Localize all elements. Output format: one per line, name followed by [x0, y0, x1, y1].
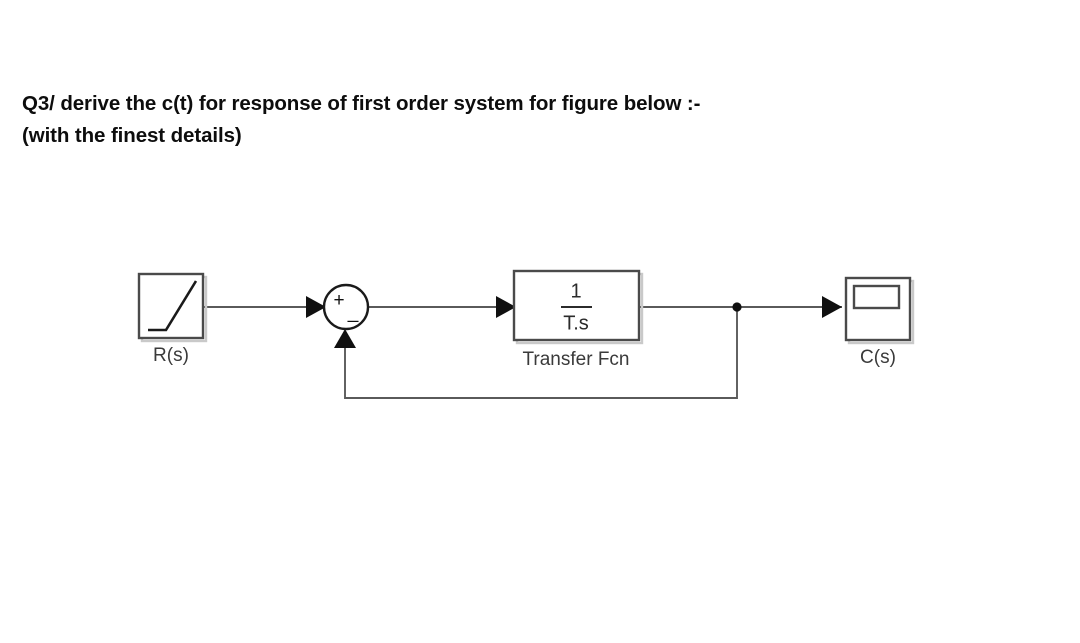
transfer-fcn-denominator: T.s	[563, 312, 589, 334]
signal-arrowheads	[306, 296, 842, 348]
question-line-1: Q3/ derive the c(t) for response of firs…	[22, 92, 701, 115]
ramp-block-label: R(s)	[153, 345, 189, 366]
transfer-fcn-block-label: Transfer Fcn	[523, 349, 630, 370]
summing-junction-minus-sign: _	[347, 302, 359, 323]
branch-node-dot-icon	[732, 302, 742, 312]
ramp-block-border	[137, 272, 205, 340]
arrow-into-transfer-fcn-icon	[496, 296, 516, 318]
ramp-source-block[interactable]: R(s)	[137, 272, 208, 366]
scope-block-border	[844, 276, 912, 342]
scope-block-label: C(s)	[860, 347, 896, 368]
transfer-fcn-block-border	[512, 269, 641, 342]
transfer-fcn-numerator: 1	[570, 280, 581, 302]
page-title: Q3/ derive the c(t) for response of firs…	[22, 88, 982, 152]
summing-junction-icon	[322, 283, 370, 331]
arrow-into-scope-icon	[822, 296, 842, 318]
scope-icon	[852, 284, 901, 310]
arrow-feedback-into-sum-icon	[334, 329, 356, 348]
ramp-icon	[148, 280, 198, 332]
transfer-fcn-block-face	[514, 271, 639, 340]
scope-screen-face	[854, 286, 899, 308]
wire-feedback	[344, 307, 738, 399]
transfer-function-block[interactable]: 1 T.s Transfer Fcn	[512, 269, 644, 370]
question-line-2: (with the finest details)	[22, 123, 242, 147]
summing-junction[interactable]: + _	[322, 283, 370, 331]
scope-block[interactable]: C(s)	[844, 276, 915, 368]
arrow-into-sum-icon	[306, 296, 326, 318]
summing-junction-plus-sign: +	[333, 290, 344, 311]
